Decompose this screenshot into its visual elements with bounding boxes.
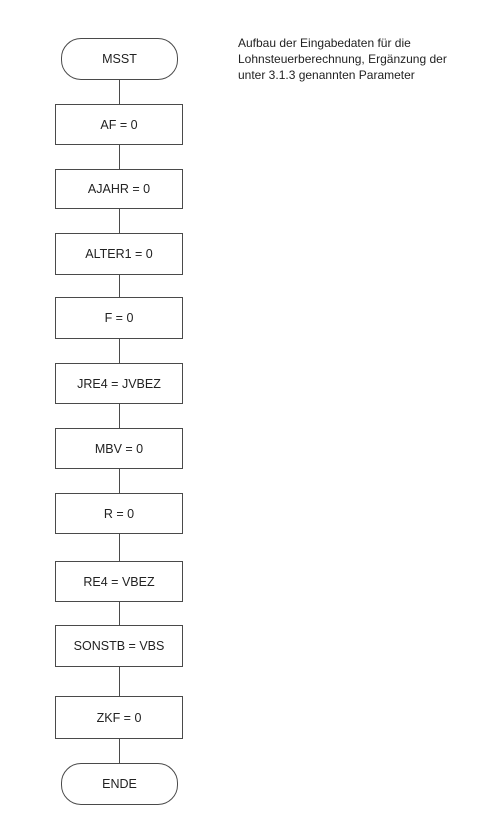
connector-4 xyxy=(119,339,120,363)
connector-0 xyxy=(119,80,120,104)
connector-7 xyxy=(119,534,120,561)
connector-9 xyxy=(119,667,120,696)
note-line-3: unter 3.1.3 genannten Parameter xyxy=(238,68,415,82)
process-step-mbv: MBV = 0 xyxy=(55,428,183,469)
process-step-f: F = 0 xyxy=(55,297,183,339)
connector-1 xyxy=(119,145,120,169)
process-step-r: R = 0 xyxy=(55,493,183,534)
note-line-1: Aufbau der Eingabedaten für die xyxy=(238,36,411,50)
process-step-af: AF = 0 xyxy=(55,104,183,145)
connector-8 xyxy=(119,602,120,625)
note-line-2: Lohnsteuerberechnung, Ergänzung der xyxy=(238,52,447,66)
connector-5 xyxy=(119,404,120,428)
connector-6 xyxy=(119,469,120,493)
process-step-zkf: ZKF = 0 xyxy=(55,696,183,739)
process-step-sonstb: SONSTB = VBS xyxy=(55,625,183,667)
end-terminal: ENDE xyxy=(61,763,178,805)
process-step-jre4: JRE4 = JVBEZ xyxy=(55,363,183,404)
process-step-alter1: ALTER1 = 0 xyxy=(55,233,183,275)
description-note: Aufbau der Eingabedaten für die Lohnsteu… xyxy=(238,35,488,83)
process-step-re4: RE4 = VBEZ xyxy=(55,561,183,602)
connector-2 xyxy=(119,209,120,233)
start-terminal: MSST xyxy=(61,38,178,80)
connector-10 xyxy=(119,739,120,763)
process-step-ajahr: AJAHR = 0 xyxy=(55,169,183,209)
connector-3 xyxy=(119,275,120,297)
